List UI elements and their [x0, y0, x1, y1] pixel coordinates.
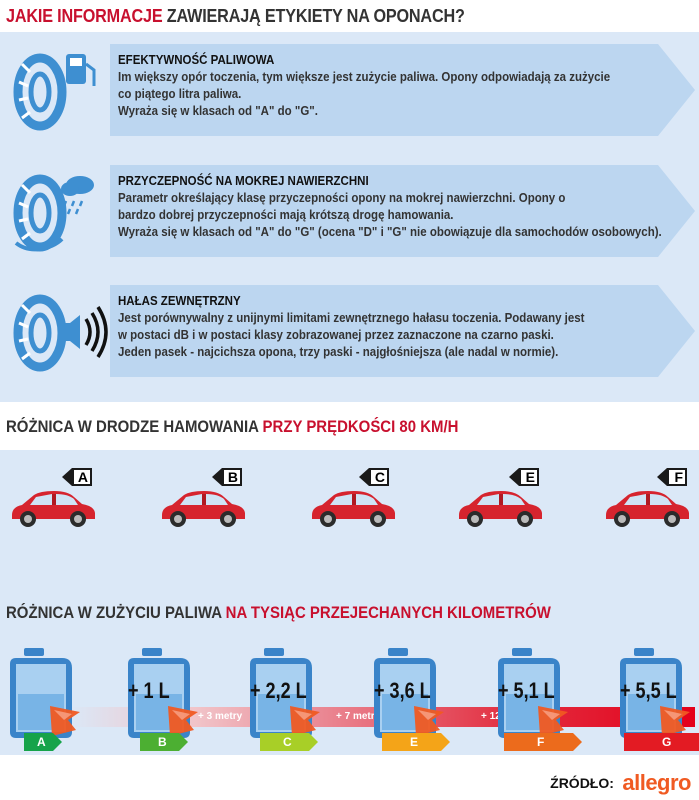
car-icon	[602, 487, 692, 529]
fuel-canister-icon	[246, 648, 324, 740]
efficiency-grade-arrow: B	[140, 733, 188, 751]
braking-class-letter: B	[227, 469, 238, 485]
braking-difference-label: + 3 metry	[198, 711, 243, 722]
efficiency-grade-arrow: G	[624, 733, 699, 751]
braking-class-letter: C	[374, 469, 385, 485]
braking-title-red: PRZY PRĘDKOŚCI 80 KM/H	[262, 417, 459, 436]
efficiency-grade-arrow: F	[504, 733, 582, 751]
fuel-difference-label: + 1 L	[128, 678, 170, 703]
efficiency-grade-letter: A	[37, 735, 46, 749]
tire-speaker-icon	[8, 283, 108, 373]
car-icon	[308, 487, 398, 529]
braking-title: RÓŻNICA W DRODZE HAMOWANIA PRZY PRĘDKOŚC…	[6, 417, 458, 437]
info-heading: EFEKTYWNOŚĆ PALIWOWA	[118, 53, 275, 67]
efficiency-grade-arrow: C	[260, 733, 318, 751]
info-text-block: PRZYCZEPNOŚĆ NA MOKREJ NAWIERZCHNI Parame…	[118, 173, 662, 241]
source-label: ŹRÓDŁO:	[550, 775, 614, 791]
tire-fuel-pump-icon	[8, 42, 108, 132]
braking-class-badge: B	[212, 468, 242, 486]
braking-title-dark: RÓŻNICA W DRODZE HAMOWANIA	[6, 417, 259, 436]
efficiency-grade-arrow: A	[24, 733, 62, 751]
fuel-difference-label: + 5,1 L	[498, 678, 555, 703]
fuel-canister-icon	[6, 648, 84, 740]
info-line: Wyraża się w klasach od "A" do "G".	[118, 104, 318, 118]
fuel-title-red: NA TYSIĄC PRZEJECHANYCH KILOMETRÓW	[225, 603, 551, 622]
car-icon	[8, 487, 98, 529]
efficiency-grade-letter: C	[283, 735, 292, 749]
braking-class-badge: C	[359, 468, 389, 486]
fuel-title: RÓŻNICA W ZUŻYCIU PALIWA NA TYSIĄC PRZEJ…	[6, 603, 551, 623]
info-text-block: HAŁAS ZEWNĘTRZNY Jest porównywalny z unij…	[118, 293, 584, 361]
info-heading: HAŁAS ZEWNĘTRZNY	[118, 294, 241, 308]
tire-rain-cloud-icon	[8, 163, 108, 253]
info-line: Wyraża się w klasach od "A" do "G" (ocen…	[118, 225, 662, 239]
source-brand-logo: allegro	[622, 770, 691, 795]
fuel-canister-icon	[616, 648, 694, 740]
fuel-canister-icon	[370, 648, 448, 740]
info-line: w postaci dB i w postaci klasy zobrazowa…	[118, 328, 554, 342]
braking-class-badge: A	[62, 468, 92, 486]
info-line: Parametr określający klasę przyczepności…	[118, 191, 566, 205]
efficiency-grade-arrow: E	[382, 733, 450, 751]
efficiency-grade-letter: G	[662, 735, 672, 749]
info-line: bardzo dobrej przyczepności mają krótszą…	[118, 208, 454, 222]
info-text-block: EFEKTYWNOŚĆ PALIWOWA Im większy opór tocz…	[118, 52, 610, 120]
info-heading: PRZYCZEPNOŚĆ NA MOKREJ NAWIERZCHNI	[118, 174, 369, 188]
info-line: Im większy opór toczenia, tym większe je…	[118, 70, 611, 84]
efficiency-grade-letter: F	[537, 735, 545, 749]
efficiency-grade-letter: E	[410, 735, 419, 749]
car-icon	[158, 487, 248, 529]
efficiency-grade-letter: B	[158, 735, 167, 749]
info-arrow-bg	[110, 285, 695, 377]
braking-class-badge: E	[509, 468, 539, 486]
fuel-difference-label: + 5,5 L	[620, 678, 677, 703]
info-arrow-bg	[110, 165, 695, 257]
braking-class-letter: F	[674, 469, 683, 485]
fuel-canister-icon	[124, 648, 202, 740]
braking-class-badge: F	[657, 468, 687, 486]
page-title-dark: ZAWIERAJĄ ETYKIETY NA OPONACH?	[166, 6, 465, 26]
fuel-title-dark: RÓŻNICA W ZUŻYCIU PALIWA	[6, 603, 222, 622]
fuel-difference-label: + 2,2 L	[250, 678, 307, 703]
braking-difference-label: + 7 metrów	[336, 711, 389, 722]
source-credit: ŹRÓDŁO: allegro	[550, 770, 691, 796]
braking-class-letter: A	[77, 469, 88, 485]
info-line: Jest porównywalny z unijnymi limitami ze…	[118, 311, 585, 325]
fuel-difference-label: + 3,6 L	[374, 678, 431, 703]
fuel-canister-icon	[494, 648, 572, 740]
braking-class-letter: E	[525, 469, 535, 485]
page-title: JAKIE INFORMACJE ZAWIERAJĄ ETYKIETY NA O…	[6, 6, 465, 27]
info-line: Jeden pasek - najcichsza opona, trzy pas…	[118, 345, 559, 359]
info-arrow-bg	[110, 44, 695, 136]
page-title-red: JAKIE INFORMACJE	[6, 6, 163, 26]
info-line: co piątego litra paliwa.	[118, 87, 242, 101]
car-icon	[455, 487, 545, 529]
